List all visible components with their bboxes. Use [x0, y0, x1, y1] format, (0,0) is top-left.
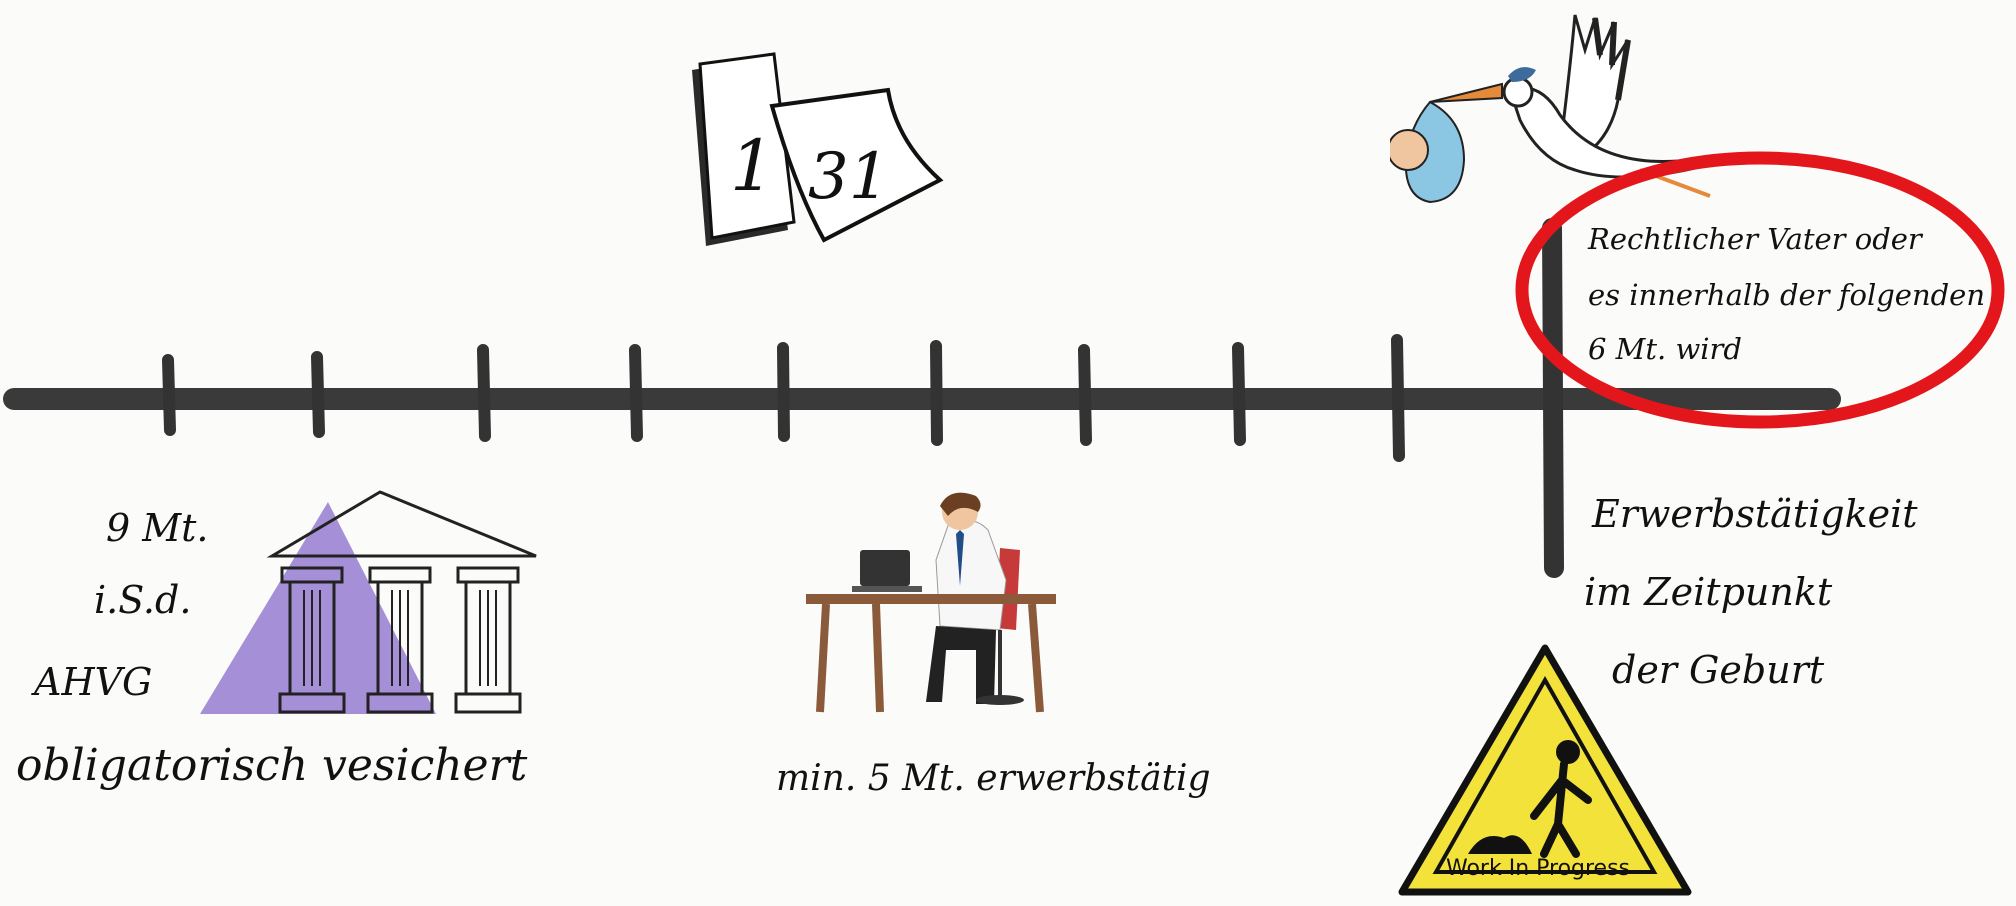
month-tick-1 — [168, 360, 170, 430]
month-tick-8 — [1238, 348, 1240, 440]
month-tick-4 — [635, 350, 637, 436]
warning-sign-text: Work In Progress — [1446, 856, 1630, 881]
calendar-day-right: 31 — [808, 140, 889, 214]
father-note-line-1: Rechtlicher Vater oder — [1588, 222, 1922, 256]
work-caption: min. 5 Mt. erwerbstätig — [776, 758, 1211, 799]
office-worker-icon — [800, 490, 1060, 720]
baby-bundle-icon — [1390, 102, 1464, 202]
law-label: AHVG — [34, 660, 152, 704]
month-tick-6 — [936, 346, 937, 440]
month-tick-9 — [1397, 340, 1399, 456]
month-tick-2 — [317, 357, 319, 432]
months-label: 9 Mt. — [106, 506, 209, 550]
father-note-line-2: es innerhalb der folgenden — [1588, 278, 1985, 312]
month-tick-5 — [783, 348, 784, 436]
employment-note-line-1: Erwerbstätigkeit — [1592, 492, 1918, 536]
insd-label: i.S.d. — [94, 578, 191, 622]
insured-caption: obligatorisch vesichert — [16, 740, 527, 791]
employment-note-line-2: im Zeitpunkt — [1584, 570, 1832, 614]
calendar-day-left: 1 — [730, 125, 775, 207]
father-note-line-3: 6 Mt. wird — [1588, 332, 1742, 366]
insurance-building-icon — [200, 480, 545, 730]
month-tick-7 — [1084, 350, 1086, 440]
month-tick-3 — [483, 350, 485, 436]
